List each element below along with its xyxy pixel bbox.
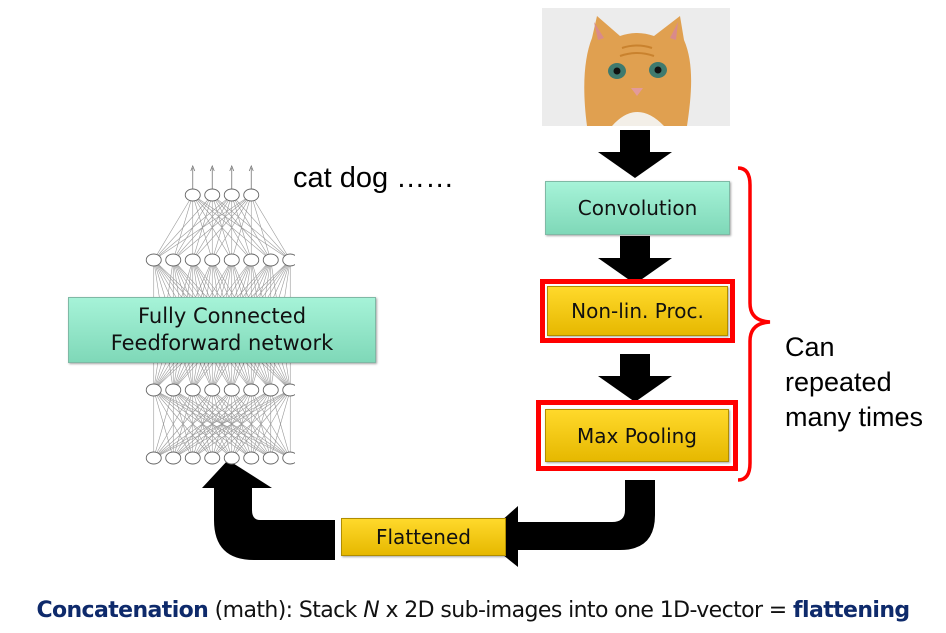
- nn-neuron: [165, 451, 182, 465]
- nn-connection: [250, 194, 291, 261]
- nn-neuron: [223, 253, 240, 267]
- nonlinear-box: Non-lin. Proc.: [547, 286, 728, 336]
- nn-arrowhead-icon: [209, 164, 215, 172]
- nn-connection: [153, 194, 232, 261]
- output-labels: cat dog ……: [293, 162, 455, 194]
- repeat-note-line3: many times: [785, 402, 924, 432]
- nn-neuron: [184, 253, 201, 267]
- flattened-box: Flattened: [341, 518, 506, 556]
- nn-connection: [212, 389, 291, 459]
- nn-neuron: [145, 253, 162, 267]
- nn-connection: [231, 194, 252, 261]
- nn-neuron: [184, 451, 201, 465]
- nn-arrowhead-icon: [229, 164, 235, 172]
- nn-neuron: [282, 253, 295, 267]
- arrow-down-icon: [598, 236, 672, 284]
- caption-variable: N: [363, 598, 380, 623]
- nn-connection: [153, 194, 252, 261]
- nn-neuron: [282, 383, 295, 397]
- nn-neuron: [243, 383, 260, 397]
- nn-connection: [270, 389, 291, 459]
- nn-neuron: [184, 188, 201, 202]
- convolution-box: Convolution: [545, 181, 730, 235]
- nn-connection: [153, 194, 194, 261]
- nn-connection: [153, 389, 232, 459]
- repeat-note-line2: repeated: [785, 367, 892, 397]
- fully-connected-box: Fully Connected Feedforward network: [68, 297, 376, 363]
- nn-connection: [153, 389, 174, 459]
- cat-photo-icon: [542, 8, 730, 126]
- nn-connection: [153, 389, 271, 459]
- nn-connection: [192, 389, 291, 459]
- caption: Concatenation (math): Stack N x 2D sub-i…: [0, 598, 946, 623]
- nn-connection: [250, 194, 272, 261]
- nn-neuron: [243, 188, 260, 202]
- fully-connected-line1: Fully Connected: [137, 304, 307, 328]
- nn-neuron: [204, 383, 221, 397]
- nn-neuron: [243, 451, 260, 465]
- nn-connection: [153, 389, 252, 459]
- nn-connection: [192, 194, 252, 261]
- nn-neuron: [145, 451, 162, 465]
- arrow-turn-up-icon: [202, 460, 335, 560]
- caption-text: x 2D sub-images into one 1D-vector =: [379, 598, 794, 623]
- nn-connection: [173, 194, 252, 261]
- nn-connection: [153, 389, 213, 459]
- nn-neuron: [262, 451, 279, 465]
- nn-connection: [153, 389, 291, 459]
- nn-neuron: [165, 383, 182, 397]
- nn-connection: [250, 389, 291, 459]
- arrow-turn-left-icon: [482, 480, 655, 567]
- caption-result: flattening: [793, 598, 910, 623]
- nn-neuron: [262, 383, 279, 397]
- highlight-frame: [540, 279, 735, 343]
- nn-arrowhead-icon: [248, 164, 254, 172]
- repeat-note-line1: Can: [785, 332, 835, 362]
- caption-text: (math): Stack: [208, 598, 364, 623]
- nn-connection: [173, 389, 291, 459]
- nn-arrowhead-icon: [190, 164, 196, 172]
- nn-neuron: [223, 188, 240, 202]
- nn-neuron: [262, 253, 279, 267]
- highlight-frame: [536, 400, 738, 471]
- arrow-down-icon: [598, 130, 672, 178]
- nn-neuron: [204, 253, 221, 267]
- nn-neuron: [204, 188, 221, 202]
- nn-neuron: [223, 383, 240, 397]
- nn-neuron: [184, 383, 201, 397]
- nn-connection: [153, 194, 213, 261]
- nn-neuron: [243, 253, 260, 267]
- nn-connection: [153, 389, 194, 459]
- repeat-note: Can repeated many times: [785, 330, 923, 435]
- nn-neuron: [282, 451, 295, 465]
- cat-input-image: [542, 8, 730, 126]
- nn-neuron: [145, 383, 162, 397]
- nn-neuron: [165, 253, 182, 267]
- nn-neuron: [223, 451, 240, 465]
- arrow-down-icon: [598, 354, 672, 402]
- caption-term: Concatenation: [36, 598, 209, 623]
- curly-brace-icon: [737, 166, 771, 482]
- nn-connection: [211, 194, 252, 261]
- fully-connected-line2: Feedforward network: [110, 331, 334, 355]
- max-pooling-box: Max Pooling: [545, 409, 729, 462]
- nn-connection: [231, 389, 291, 459]
- nn-neuron: [204, 451, 221, 465]
